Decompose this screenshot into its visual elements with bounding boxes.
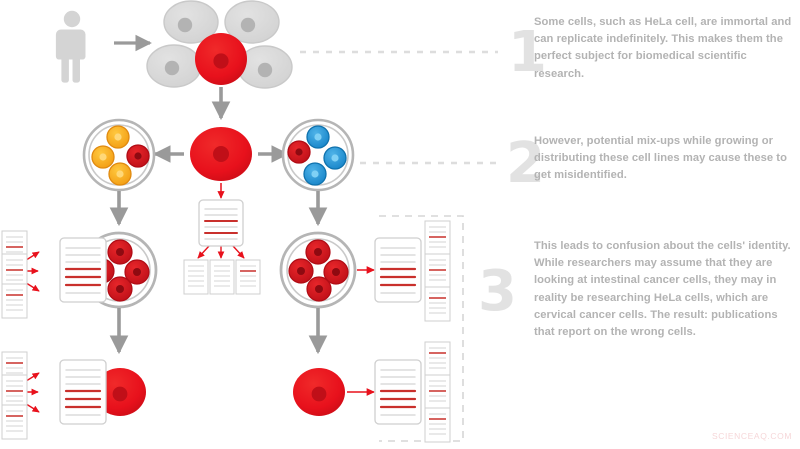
hela-cell <box>288 258 314 284</box>
hela-cell <box>323 259 349 285</box>
citation-doc <box>1 283 28 319</box>
misidentified-results-region <box>379 215 464 442</box>
citation-doc <box>424 341 451 377</box>
hela-cell <box>305 239 331 265</box>
citation-group-bottom-right <box>424 341 451 443</box>
citation-group-bottom-left <box>1 351 28 440</box>
step-number-2: 2 <box>506 131 545 196</box>
connector-citation <box>197 245 210 259</box>
blue-cell <box>303 162 327 186</box>
grey-cell <box>224 0 280 44</box>
hela-cell-bottom-right <box>293 368 345 416</box>
hela-cell-in-blue-dish <box>287 140 311 164</box>
hela-cell-center <box>190 127 252 181</box>
connector-citation <box>232 245 245 259</box>
citation-doc <box>424 407 451 443</box>
dish-blue <box>281 118 355 192</box>
publication-mid-right <box>374 237 422 303</box>
hela-cell-bottom-left <box>94 368 146 416</box>
citation-group-mid-left <box>1 230 28 319</box>
blue-cell <box>306 125 330 149</box>
citation-group-center <box>183 259 261 295</box>
citation-group-mid-right <box>424 220 451 322</box>
publication-mid-left <box>59 237 107 303</box>
hela-cell-top <box>195 33 247 85</box>
citation-doc <box>424 220 451 256</box>
hela-cell <box>107 239 133 265</box>
hela-cell <box>124 259 150 285</box>
step-text-2: However, potential mix-ups while growing… <box>534 135 787 182</box>
citation-doc <box>183 259 209 295</box>
orange-cell <box>106 125 130 149</box>
citation-doc <box>1 374 28 410</box>
citation-doc <box>235 259 261 295</box>
dish-orange <box>82 118 156 192</box>
step-number-3: 3 <box>478 259 517 324</box>
human-figure-icon <box>55 10 86 83</box>
watermark: SCIENCEAQ.COM <box>711 431 792 441</box>
blue-cell <box>323 146 347 170</box>
hela-cell <box>107 276 133 302</box>
orange-cell <box>108 162 132 186</box>
hela-cell <box>306 276 332 302</box>
citation-doc <box>424 286 451 322</box>
dish-red-right <box>279 231 357 309</box>
citation-doc <box>209 259 235 295</box>
citation-doc <box>424 374 451 410</box>
step-text-3: This leads to confusion about the cells'… <box>534 240 791 339</box>
grey-cell <box>163 0 219 44</box>
orange-cell <box>91 145 115 169</box>
publication-bottom-right <box>374 359 422 425</box>
citation-doc <box>424 253 451 289</box>
publication-center <box>198 199 244 247</box>
citation-doc <box>1 253 28 289</box>
step-text-1: Some cells, such as HeLa cell, are immor… <box>534 16 792 80</box>
hela-cell-in-orange-dish <box>126 144 150 168</box>
cell-cluster-top <box>146 0 293 89</box>
citation-doc <box>1 404 28 440</box>
step-number-1: 1 <box>508 20 547 85</box>
grey-cell <box>146 44 202 88</box>
publication-bottom-left <box>59 359 107 425</box>
